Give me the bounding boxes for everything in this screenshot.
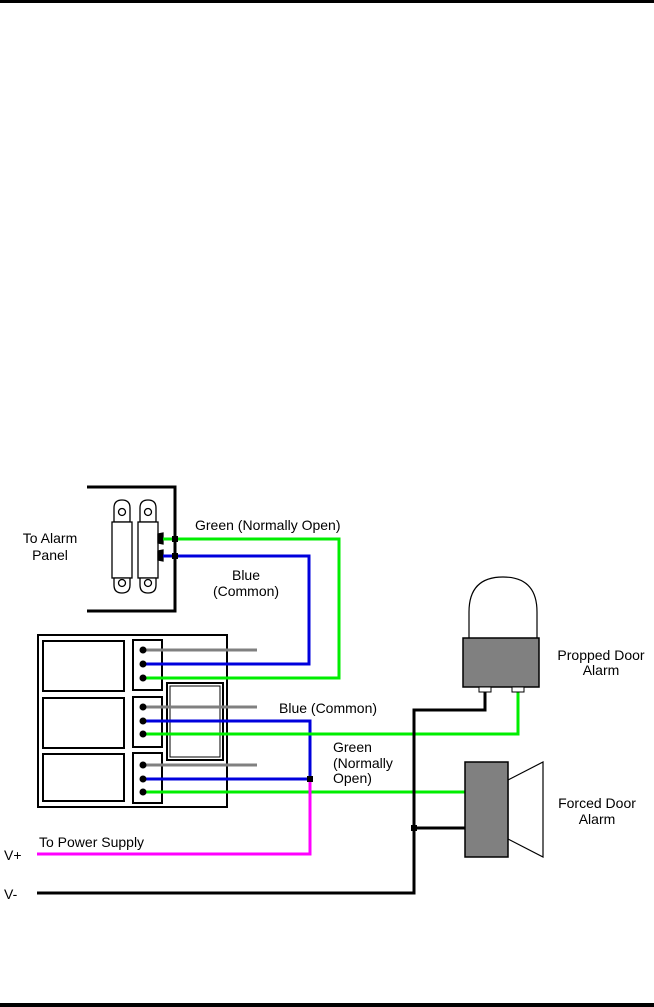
label-propped-1: Propped Door	[557, 647, 645, 663]
label-alarm-panel-2: Panel	[32, 547, 68, 563]
wire-blue-door-contact	[145, 554, 311, 666]
bottom-rule	[0, 1003, 654, 1007]
label-green-no-mid-3: Open)	[333, 770, 372, 786]
wire-blue-relay-2	[145, 719, 312, 779]
wire-black-vminus	[37, 692, 487, 895]
label-blue-common-top-1: Blue	[232, 567, 260, 583]
junction-vminus	[411, 825, 417, 831]
wire-magenta-power	[37, 779, 312, 856]
door-contact	[111, 499, 164, 594]
label-alarm-panel-1: To Alarm	[23, 530, 77, 546]
beacon-terminal-right	[511, 686, 525, 693]
label-v-plus: V+	[4, 847, 22, 863]
top-rule	[0, 0, 654, 3]
label-power-supply: To Power Supply	[39, 834, 144, 850]
label-green-no-top: Green (Normally Open)	[195, 517, 341, 533]
beacon-base	[462, 637, 540, 688]
wire-green-door-contact	[145, 537, 341, 680]
junction-green-contact	[172, 536, 178, 542]
propped-door-alarm	[462, 576, 540, 693]
alarm-panel-bracket	[87, 485, 177, 613]
beacon-terminal-left	[478, 686, 492, 693]
label-forced-2: Alarm	[579, 811, 616, 827]
forced-door-alarm	[464, 761, 544, 858]
label-v-minus: V-	[4, 886, 18, 902]
door-contact-magnet	[111, 499, 133, 594]
wires	[37, 537, 520, 895]
wire-green-relay-2-propped	[145, 692, 520, 736]
label-green-no-mid-2: (Normally	[333, 755, 393, 771]
contact-terminal-green	[157, 532, 164, 545]
label-green-no-mid-1: Green	[333, 739, 372, 755]
label-blue-common-mid: Blue (Common)	[279, 700, 377, 716]
labels: To Alarm Panel Green (Normally Open) Blu…	[4, 517, 645, 902]
label-propped-2: Alarm	[583, 662, 620, 678]
contact-terminal-blue	[157, 549, 164, 562]
junction-vplus	[307, 776, 313, 782]
door-contact-switch	[137, 499, 159, 594]
label-forced-1: Forced Door	[558, 795, 636, 811]
horn-body	[464, 761, 509, 858]
junction-blue-contact	[172, 553, 178, 559]
horn-bell	[507, 761, 544, 858]
terminal-dots	[139, 536, 417, 831]
label-blue-common-top-2: (Common)	[213, 583, 279, 599]
beacon-dome	[468, 576, 538, 638]
